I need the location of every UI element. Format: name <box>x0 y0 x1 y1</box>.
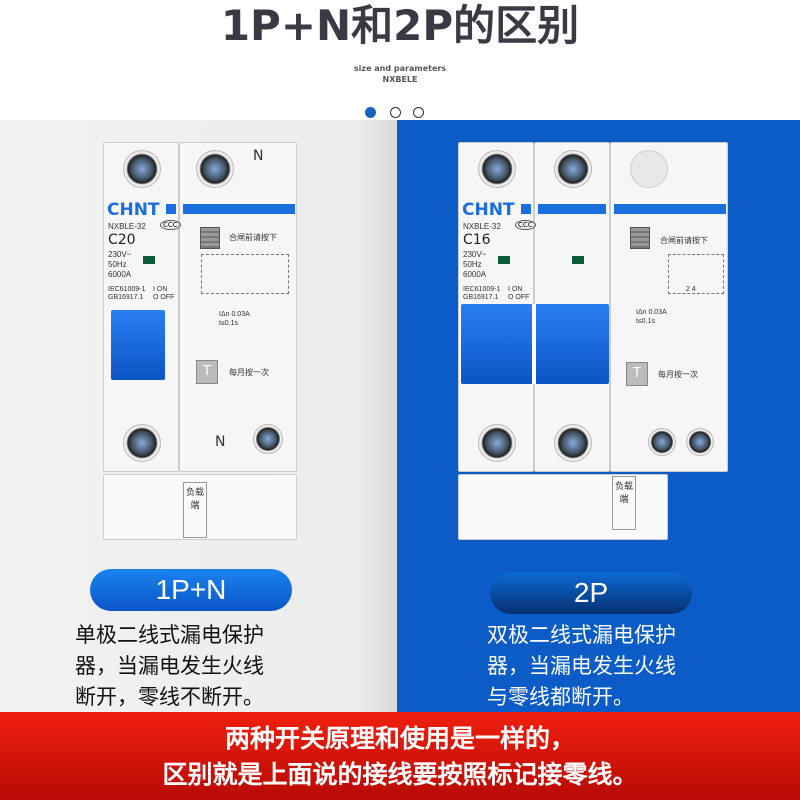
trip-time: t≤0.1s <box>219 320 239 327</box>
test-hint: 每月按一次 <box>229 368 269 377</box>
neutral-mark: N <box>253 148 264 164</box>
carousel-dot-active[interactable] <box>365 107 376 118</box>
on-label: I ON <box>153 286 168 293</box>
blue-stripe <box>614 204 726 214</box>
blue-mark <box>166 204 176 214</box>
spec-capacity: 6000A <box>108 270 132 279</box>
screw-terminal-icon <box>196 150 234 188</box>
load-side-label: 负载端 <box>183 482 207 538</box>
empty-terminal <box>630 150 668 188</box>
ccc-mark-icon: CCC <box>160 220 181 230</box>
load-side-label: 负载端 <box>612 476 636 530</box>
description-line: 断开，零线不断开。 <box>75 685 264 709</box>
model-label: NXBLE-32 <box>463 222 501 231</box>
close-hint: 合闸前请按下 <box>229 233 277 242</box>
toggle-handle[interactable] <box>111 310 165 380</box>
description-line: 单极二线式漏电保护 <box>75 623 264 647</box>
label-pill-1pn: 1P+N <box>90 569 292 611</box>
test-hint: 每月按一次 <box>658 370 698 379</box>
wiring-diagram <box>201 254 289 294</box>
breaker-2p: CHNT NXBLE-32 CCC C16 230V~ 50Hz 6000A I… <box>458 142 728 542</box>
spec-frequency: 50Hz <box>463 260 482 269</box>
brand-logo: CHNT <box>462 200 515 220</box>
summary-banner: 两种开关原理和使用是一样的， 区别就是上面说的接线要按照标记接零线。 <box>0 712 800 800</box>
indicator-led <box>143 256 155 264</box>
status-window <box>200 227 220 249</box>
screw-terminal-icon <box>648 428 676 456</box>
standard-label: IEC61009-1 <box>463 286 501 293</box>
off-label: O OFF <box>508 294 530 301</box>
standard-label: GB16917.1 <box>463 294 499 301</box>
off-label: O OFF <box>153 294 175 301</box>
model-label: NXBLE-32 <box>108 222 146 231</box>
spec-voltage: 230V~ <box>108 250 132 259</box>
indicator-led <box>572 256 584 264</box>
spec-frequency: 50Hz <box>108 260 127 269</box>
description-line: 器，当漏电发生火线 <box>487 654 676 678</box>
neutral-mark-bottom: N <box>215 434 226 450</box>
breaker-rcd-module <box>610 142 728 472</box>
handle-divider <box>532 304 536 384</box>
subtitle-model: NXBELE <box>382 75 418 84</box>
screw-terminal-icon <box>478 424 516 462</box>
leak-current: IΔn 0.03A <box>636 309 667 316</box>
description-1pn: 单极二线式漏电保护 器，当漏电发生火线 断开，零线不断开。 <box>75 620 315 713</box>
screw-terminal-icon <box>686 428 714 456</box>
screw-terminal-icon <box>253 424 283 454</box>
close-hint: 合闸前请按下 <box>660 236 708 245</box>
leak-current: IΔn 0.03A <box>219 311 250 318</box>
test-button[interactable]: T <box>196 360 218 384</box>
label-pill-2p: 2P <box>490 572 692 614</box>
screw-terminal-icon <box>123 150 161 188</box>
blue-stripe <box>183 204 295 214</box>
page-title: 1P+N和2P的区别 <box>220 1 580 50</box>
spec-voltage: 230V~ <box>463 250 487 259</box>
description-line: 器，当漏电发生火线 <box>75 654 264 678</box>
carousel-dot[interactable] <box>413 107 424 118</box>
status-window <box>630 227 650 249</box>
standard-label: GB16917.1 <box>108 294 144 301</box>
trip-time: t≤0.1s <box>636 318 656 325</box>
screw-terminal-icon <box>554 424 592 462</box>
wiring-diagram <box>668 254 724 294</box>
blue-stripe <box>538 204 606 214</box>
screw-terminal-icon <box>123 424 161 462</box>
summary-line: 两种开关原理和使用是一样的， <box>224 724 575 753</box>
carousel-dot[interactable] <box>390 107 401 118</box>
summary-line: 区别就是上面说的接线要按照标记接零线。 <box>162 760 638 789</box>
on-label: I ON <box>508 286 523 293</box>
subtitle: size and parameters <box>353 64 447 73</box>
ccc-mark-icon: CCC <box>515 220 536 230</box>
description-line: 与零线都断开。 <box>487 685 634 709</box>
breaker-1pn: N CHNT NXBLE-32 CCC C20 230V~ 50Hz 6000A… <box>103 142 298 542</box>
test-button[interactable]: T <box>626 362 648 386</box>
description-2p: 双极二线式漏电保护 器，当漏电发生火线 与零线都断开。 <box>487 620 727 713</box>
brand-logo: CHNT <box>107 200 160 220</box>
screw-terminal-icon <box>554 150 592 188</box>
spec-capacity: 6000A <box>463 270 487 279</box>
standard-label: IEC61009-1 <box>108 286 146 293</box>
breaker-base <box>458 474 668 540</box>
screw-terminal-icon <box>478 150 516 188</box>
rating-label: C20 <box>108 232 136 248</box>
rating-label: C16 <box>463 232 491 248</box>
description-line: 双极二线式漏电保护 <box>487 623 676 647</box>
blue-mark <box>521 204 531 214</box>
indicator-led <box>498 256 510 264</box>
breaker-rcd-module <box>179 142 297 472</box>
breaker-pole-module <box>103 142 179 472</box>
diagram-label: 2 4 <box>686 286 696 293</box>
